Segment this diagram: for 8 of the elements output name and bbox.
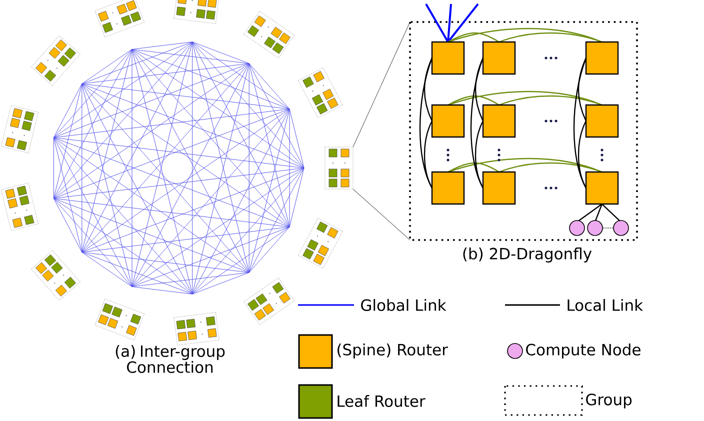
caption: (a) Inter-group Connection	[116, 345, 225, 373]
legend-label: (Spine) Router	[338, 344, 448, 358]
legend-label: Global Link	[361, 299, 446, 311]
legend-label: Local Link	[568, 299, 643, 311]
legend-label: Leaf Router	[338, 395, 426, 407]
legend-label: Group	[586, 394, 632, 408]
caption: (b) 2D-Dragonfly	[463, 248, 592, 262]
legend-label: Compute Node	[526, 344, 640, 358]
